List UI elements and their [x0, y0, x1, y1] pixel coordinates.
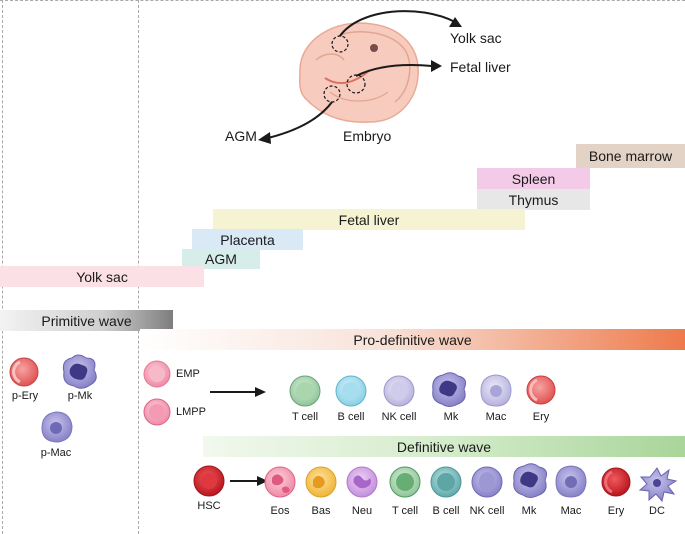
def-b-cell-label: B cell	[432, 505, 460, 517]
def-eos-cell	[264, 466, 296, 498]
definitive-wave-bar: Definitive wave	[203, 436, 685, 457]
bar-thymus: Thymus	[477, 189, 590, 210]
def-mk-label: Mk	[521, 505, 537, 517]
pd-t-cell-label: T cell	[291, 411, 319, 423]
def-b-cell	[430, 466, 462, 498]
pd-b-cell-label: B cell	[337, 411, 365, 423]
p-ery-label: p-Ery	[11, 390, 39, 402]
pd-mk-label: Mk	[443, 411, 459, 423]
primitive-wave-bar: Primitive wave	[0, 310, 173, 331]
bar-fetal-liver: Fetal liver	[213, 209, 525, 230]
p-mac-cell	[41, 411, 73, 443]
def-neu-label: Neu	[351, 505, 373, 517]
bar-placenta: Placenta	[192, 229, 303, 250]
pd-b-cell	[335, 375, 367, 407]
pd-mk-cell	[432, 372, 466, 407]
def-ery-label: Ery	[607, 505, 625, 517]
def-mk-cell	[513, 463, 547, 498]
divider-top	[0, 0, 685, 1]
yolk-sac-arrow	[339, 10, 456, 37]
lmpp-cell	[143, 398, 171, 426]
emp-label: EMP	[176, 368, 200, 380]
agm-arrow	[267, 101, 333, 139]
embryo-fetal-liver-label: Fetal liver	[450, 59, 511, 75]
p-mk-cell	[62, 354, 97, 389]
bar-yolk-sac: Yolk sac	[0, 266, 204, 287]
embryo-eye	[370, 44, 378, 52]
pd-t-cell	[289, 375, 321, 407]
pd-ery-label: Ery	[532, 411, 550, 423]
hsc-cell	[193, 465, 225, 497]
def-mac-cell	[555, 465, 587, 498]
fetal-liver-arrow	[355, 64, 433, 77]
bar-spleen: Spleen	[477, 168, 590, 189]
pd-mac-label: Mac	[485, 411, 507, 423]
embryo-yolk-sac-label: Yolk sac	[450, 30, 502, 46]
pd-ery-cell	[526, 375, 556, 405]
def-dc-label: DC	[649, 505, 665, 517]
p-mk-label: p-Mk	[67, 390, 93, 402]
bar-agm: AGM	[182, 249, 260, 269]
def-nk-cell-label: NK cell	[469, 505, 505, 517]
pro-definitive-wave-bar: Pro-definitive wave	[140, 329, 685, 350]
embryo-agm-label: AGM	[225, 128, 257, 144]
embryo-title: Embryo	[343, 128, 392, 144]
def-bas-cell	[305, 466, 337, 498]
def-neu-cell	[346, 466, 378, 498]
lmpp-label: LMPP	[176, 406, 206, 418]
pd-mac-cell	[480, 374, 512, 407]
bar-bone-marrow: Bone marrow	[576, 144, 685, 168]
def-eos-label: Eos	[270, 505, 290, 517]
def-ery-cell	[601, 467, 631, 497]
def-bas-label: Bas	[311, 505, 331, 517]
embryo-body	[298, 22, 419, 123]
def-nk-cell	[471, 466, 503, 498]
def-dc-cell	[638, 467, 678, 503]
p-ery-cell	[9, 357, 39, 387]
def-mac-label: Mac	[560, 505, 582, 517]
def-t-cell-label: T cell	[391, 505, 419, 517]
pd-nk-cell-label: NK cell	[381, 411, 417, 423]
pd-nk-cell	[383, 375, 415, 407]
emp-cell	[143, 360, 171, 388]
hsc-label: HSC	[197, 500, 221, 512]
def-t-cell	[389, 466, 421, 498]
p-mac-label: p-Mac	[40, 447, 72, 459]
